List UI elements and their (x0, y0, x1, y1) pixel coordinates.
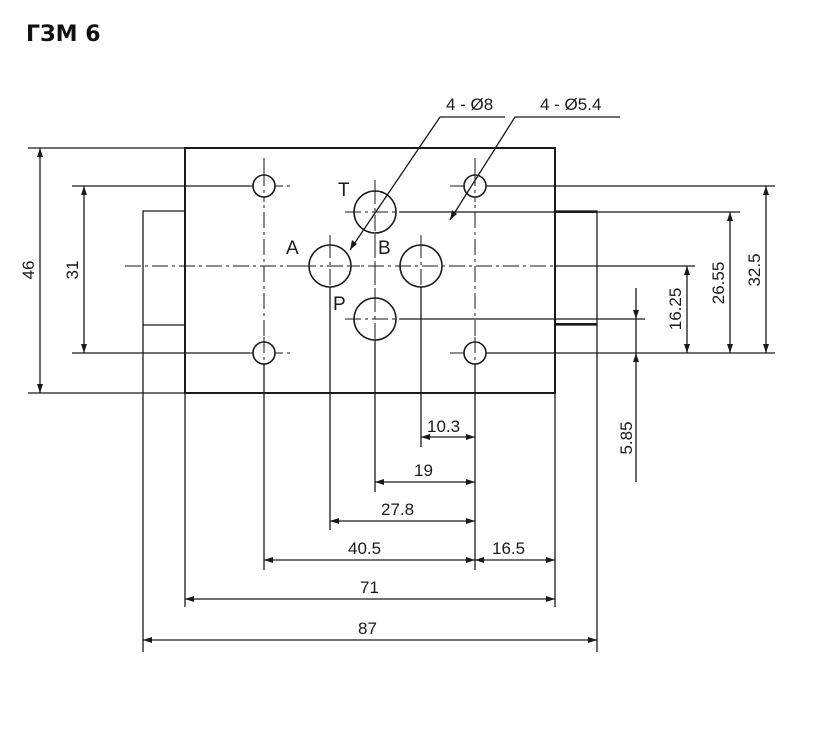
right-flange (554, 210, 598, 326)
dim-46: 46 (19, 148, 43, 393)
leader-port-holes (349, 116, 505, 251)
dim-31: 31 (63, 186, 87, 353)
callout-bolt-holes: 4 - Ø5.4 (540, 95, 601, 114)
mounting-plate (184, 147, 556, 394)
svg-text:32.5: 32.5 (745, 253, 764, 286)
svg-text:46: 46 (19, 261, 38, 280)
leader-bolt-holes (449, 116, 620, 221)
svg-text:87: 87 (358, 619, 377, 638)
dim-16-5: 16.5 (475, 539, 555, 563)
port-b-label: B (378, 238, 391, 259)
svg-text:31: 31 (63, 261, 82, 280)
svg-text:19: 19 (414, 461, 433, 480)
svg-text:16.25: 16.25 (666, 288, 685, 331)
dim-19: 19 (375, 461, 475, 485)
dim-26-55: 26.55 (709, 212, 733, 353)
port-p-label: P (333, 294, 346, 315)
dim-16-25: 16.25 (666, 266, 690, 353)
drawing-title: ГЗМ 6 (26, 22, 101, 47)
port-t-label: T (338, 180, 350, 201)
dim-32-5: 32.5 (745, 186, 769, 353)
svg-text:16.5: 16.5 (492, 539, 525, 558)
dim-5-85: 5.85 (617, 288, 639, 482)
dim-10-3: 10.3 (421, 417, 475, 440)
callout-port-holes: 4 - Ø8 (446, 95, 493, 114)
dim-87: 87 (143, 619, 597, 643)
dim-27-8: 27.8 (330, 500, 475, 524)
dim-71: 71 (185, 578, 555, 602)
svg-text:5.85: 5.85 (617, 421, 636, 454)
port-a-label: A (286, 238, 299, 259)
svg-text:71: 71 (360, 578, 379, 597)
svg-text:26.55: 26.55 (709, 262, 728, 305)
svg-text:40.5: 40.5 (348, 539, 381, 558)
svg-text:10.3: 10.3 (427, 417, 460, 436)
svg-text:27.8: 27.8 (381, 500, 414, 519)
dim-40-5: 40.5 (264, 539, 475, 563)
left-flange (142, 210, 185, 326)
